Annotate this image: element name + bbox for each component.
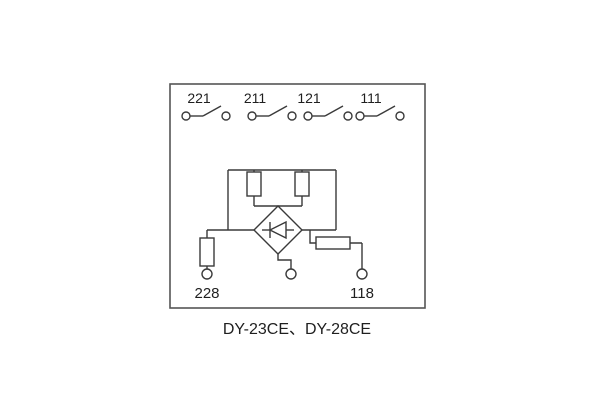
contact-group-111 — [355, 105, 405, 121]
circuit-wires — [206, 169, 363, 269]
terminal-label-228: 228 — [194, 285, 219, 302]
contact-terminal-circle — [355, 111, 365, 121]
contact-terminal-circle — [287, 111, 297, 121]
terminal-label-111: 111 — [360, 90, 381, 106]
contact-terminal-circle — [303, 111, 313, 121]
terminal-label-211: 211 — [244, 90, 267, 106]
contact-terminal-circle — [395, 111, 405, 121]
contact-group-121 — [303, 105, 353, 121]
contact-terminal-circle — [247, 111, 257, 121]
terminal-circle-228 — [201, 268, 213, 280]
contact-terminal-circle — [181, 111, 191, 121]
diode-icon — [262, 220, 294, 240]
contact-group-221 — [181, 105, 231, 121]
terminal-label-118: 118 — [350, 285, 374, 302]
enclosure-box — [169, 83, 426, 309]
bridge-rectifier — [253, 205, 303, 255]
resistor-right — [315, 236, 351, 250]
switch-blade-icon — [268, 105, 288, 117]
bridge-diamond — [253, 205, 303, 255]
terminal-circle-middle — [285, 268, 297, 280]
switch-blade-icon — [376, 105, 396, 117]
resistor-b — [294, 171, 310, 197]
switch-blade-icon — [202, 105, 222, 117]
resistor-left — [199, 237, 215, 267]
terminal-label-121: 121 — [297, 90, 321, 106]
terminal-circle-118 — [356, 268, 368, 280]
switch-blade-icon — [324, 105, 344, 117]
contact-terminal-circle — [221, 111, 231, 121]
diagram-caption: DY-23CE、DY-28CE — [223, 321, 371, 338]
terminal-label-221: 221 — [187, 90, 211, 106]
contact-group-211 — [247, 105, 297, 121]
contact-terminal-circle — [343, 111, 353, 121]
resistor-a — [246, 171, 262, 197]
